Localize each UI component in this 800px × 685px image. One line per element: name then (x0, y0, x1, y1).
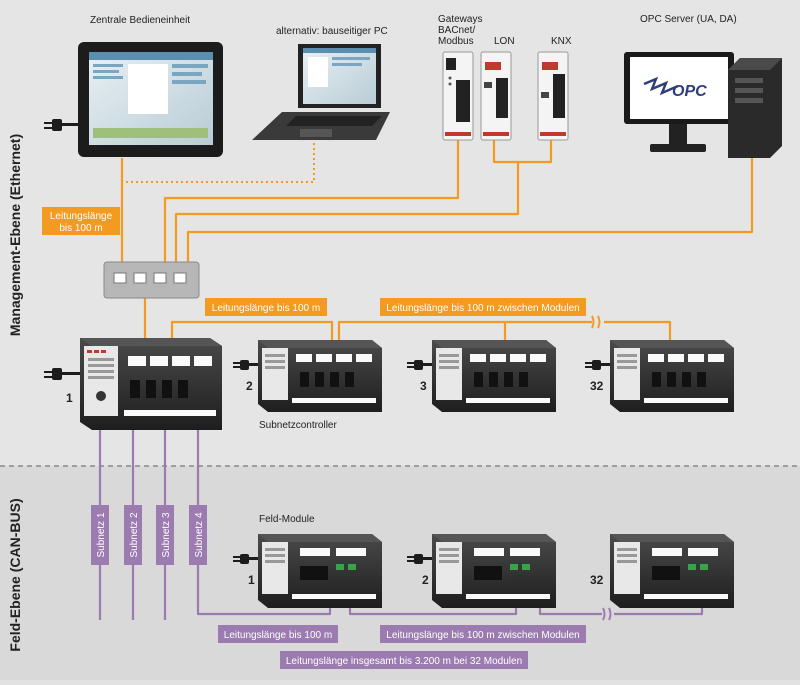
gateway-bacnet-label-1: Gateways (438, 14, 482, 25)
field-module-32: 32 (590, 534, 734, 608)
subnet-tag-2: Subnetz 2 (124, 505, 142, 565)
gateways: Gateways BACnet/ Modbus LON KNX (438, 14, 572, 141)
laptop: alternativ: bauseitiger PC (252, 26, 390, 140)
gateway-bacnet-device (442, 51, 474, 141)
opc-logo: OPC (643, 76, 707, 100)
gateway-knx-label: KNX (551, 36, 572, 47)
svg-text:Subnetz 3: Subnetz 3 (161, 512, 172, 557)
power-plug-icon (407, 554, 432, 564)
controller-number: 32 (590, 379, 604, 393)
subnet-controller-1: 1 (44, 338, 222, 430)
laptop-label: alternativ: bauseitiger PC (276, 26, 388, 37)
tag-controller-length: Leitungslänge bis 100 m (205, 298, 327, 316)
svg-text:Leitungslänge insgesamt bis 3.: Leitungslänge insgesamt bis 3.200 m bei … (286, 656, 522, 667)
power-plug-icon (585, 360, 610, 370)
controller-number: 3 (420, 379, 427, 393)
panel-pc: Zentrale Bedieneinheit (44, 15, 223, 157)
tag-field-between: Leitungslänge bis 100 m zwischen Modulen (380, 625, 586, 643)
svg-text:Subnetz 4: Subnetz 4 (194, 512, 205, 557)
opc-server: OPC Server (UA, DA) OPC (624, 14, 782, 158)
field-band-label: Feld-Ebene (CAN-BUS) (7, 498, 23, 651)
tag-field-length: Leitungslänge bis 100 m (218, 625, 338, 643)
gateway-bacnet-label-2: BACnet/ (438, 25, 475, 36)
tag-field-total: Leitungslänge insgesamt bis 3.200 m bei … (280, 651, 528, 669)
field-module-1: 1 (233, 534, 382, 608)
tag-cable-length-panel: Leitungslänge bis 100 m (42, 207, 120, 235)
controller-number: 1 (66, 391, 73, 405)
subnet-tag-3: Subnetz 3 (156, 505, 174, 565)
gateway-lon-label: LON (494, 36, 515, 47)
ethernet-break-mark (591, 315, 601, 329)
field-module-number: 32 (590, 573, 604, 587)
canbus-break-mark (602, 607, 612, 621)
power-plug-icon (44, 119, 78, 131)
power-plug-icon (407, 360, 432, 370)
opc-logo-text: OPC (672, 83, 707, 100)
ethernet-switch (103, 261, 200, 299)
tag-controller-between: Leitungslänge bis 100 m zwischen Modulen (380, 298, 586, 316)
power-plug-icon (44, 368, 80, 380)
panel-pc-label: Zentrale Bedieneinheit (90, 15, 190, 26)
svg-text:Subnetz 2: Subnetz 2 (129, 512, 140, 557)
field-module-2: 2 (407, 534, 556, 608)
gateway-bacnet-label-3: Modbus (438, 36, 474, 47)
subnet-controller-2: 2 (233, 340, 382, 412)
laptop-dotted-cable (122, 128, 315, 183)
opc-server-label: OPC Server (UA, DA) (640, 14, 737, 25)
field-modules-label: Feld-Module (259, 514, 315, 525)
subnet-controller-32: 32 (585, 340, 734, 412)
ethernet-cables (120, 140, 754, 340)
power-plug-icon (233, 360, 258, 370)
svg-text:Leitungslänge bis 100 m: Leitungslänge bis 100 m (224, 630, 332, 641)
svg-text:Subnetz 1: Subnetz 1 (96, 512, 107, 557)
svg-text:Leitungslänge bis 100 m zwisch: Leitungslänge bis 100 m zwischen Modulen (386, 303, 579, 314)
subnet-tag-1: Subnetz 1 (91, 505, 109, 565)
management-band-label: Management-Ebene (Ethernet) (7, 134, 23, 336)
subnet-controller-3: 3 (407, 340, 556, 412)
subnet-controller-label: Subnetzcontroller (259, 420, 337, 431)
svg-text:Leitungslänge bis 100 m: Leitungslänge bis 100 m (212, 303, 320, 314)
gateway-lon-device (480, 51, 512, 141)
field-module-number: 2 (422, 573, 429, 587)
gateway-knx-device (537, 51, 569, 141)
subnet-tag-4: Subnetz 4 (189, 505, 207, 565)
svg-text:Leitungslänge bis 100 m zwisch: Leitungslänge bis 100 m zwischen Modulen (386, 630, 579, 641)
power-plug-icon (233, 554, 258, 564)
field-module-number: 1 (248, 573, 255, 587)
svg-text:Leitungslänge: Leitungslänge (50, 211, 113, 222)
controller-number: 2 (246, 379, 253, 393)
svg-text:bis 100 m: bis 100 m (59, 223, 102, 234)
